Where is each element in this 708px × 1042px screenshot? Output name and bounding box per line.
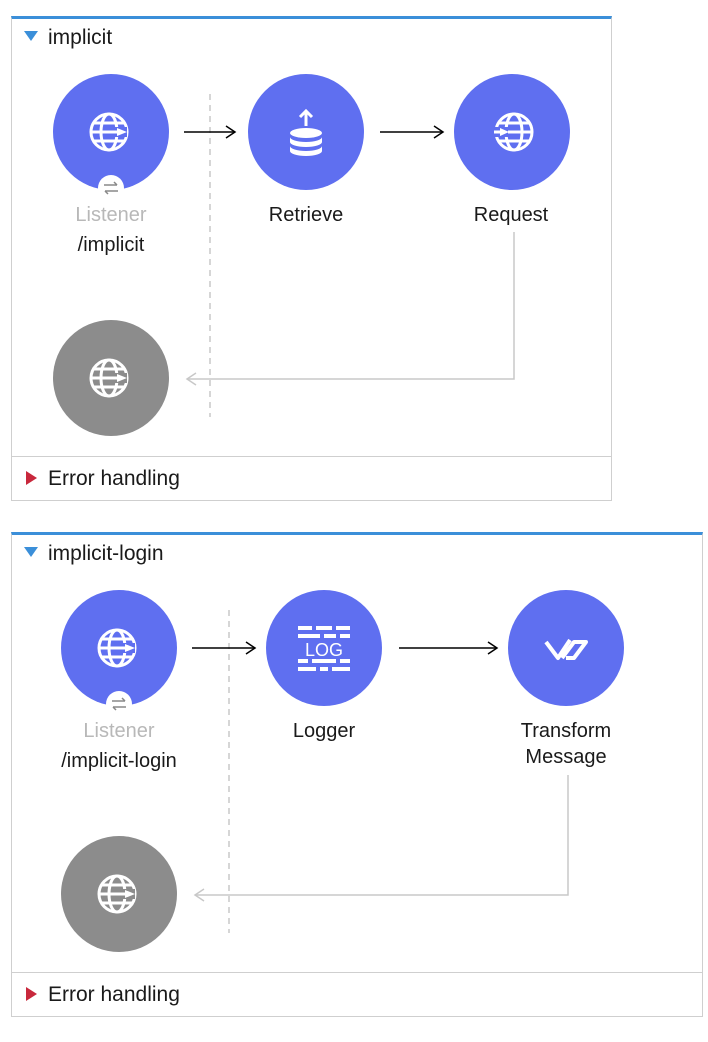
globe-inbound-icon (97, 628, 137, 668)
globe-outbound-icon (494, 112, 534, 152)
transform-icon (544, 638, 588, 660)
flow-connectors (184, 94, 515, 417)
listener-path-label: /implicit-login (61, 750, 177, 772)
retrieve-node[interactable] (248, 74, 364, 190)
response-node[interactable] (53, 320, 169, 436)
return-path (188, 232, 515, 380)
response-node[interactable] (61, 836, 177, 952)
listener-node[interactable] (53, 74, 169, 190)
flow-header[interactable]: implicit-login (12, 535, 702, 571)
log-icon: LOG (298, 626, 350, 671)
database-upload-icon (290, 108, 322, 156)
flow-title[interactable]: implicit-login (48, 542, 164, 565)
listener-type-label: Listener (83, 720, 155, 742)
svg-text:LOG: LOG (305, 640, 343, 660)
collapse-triangle-icon[interactable] (24, 470, 38, 486)
transform-message-node[interactable] (508, 590, 624, 706)
transform-label-line1: Transform (520, 720, 612, 742)
expand-triangle-icon[interactable] (22, 543, 40, 561)
exchange-icon (98, 175, 124, 201)
globe-inbound-icon (89, 358, 129, 398)
error-handling-section[interactable]: Error handling (12, 972, 702, 1017)
logger-label: Logger (292, 720, 356, 742)
listener-node[interactable] (61, 590, 177, 706)
flow-title[interactable]: implicit (48, 26, 113, 49)
globe-inbound-icon (97, 874, 137, 914)
exchange-icon (106, 691, 132, 717)
flow-implicit: implicit Listener /implicit (11, 16, 612, 501)
transform-label-line2: Message (525, 746, 607, 768)
collapse-triangle-icon[interactable] (24, 986, 38, 1002)
return-path (196, 775, 569, 896)
request-node[interactable] (454, 74, 570, 190)
listener-path-label: /implicit (77, 234, 145, 256)
error-handling-section[interactable]: Error handling (12, 456, 611, 501)
expand-triangle-icon[interactable] (22, 27, 40, 45)
flow-header[interactable]: implicit (12, 19, 611, 55)
globe-inbound-icon (89, 112, 129, 152)
logger-node[interactable]: LOG (266, 590, 382, 706)
flow-implicit-login: implicit-login Listener /implicit-log (11, 532, 703, 1017)
error-handling-label: Error handling (48, 983, 180, 1006)
listener-type-label: Listener (75, 204, 147, 226)
flow-connectors (192, 610, 569, 933)
retrieve-label: Retrieve (268, 204, 344, 226)
request-label: Request (473, 204, 549, 226)
error-handling-label: Error handling (48, 467, 180, 490)
